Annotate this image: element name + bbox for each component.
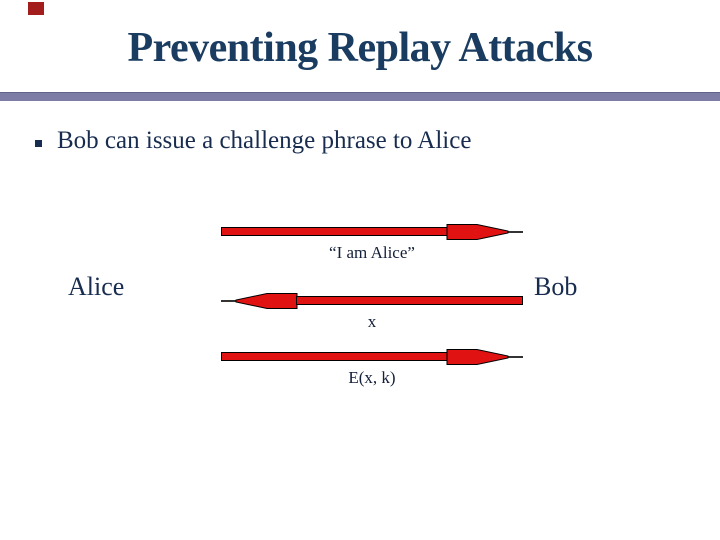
message-row: E(x, k): [221, 347, 523, 388]
corner-marker: [28, 2, 44, 15]
page-title: Preventing Replay Attacks: [127, 25, 593, 71]
message-row: x: [221, 291, 523, 332]
message-label: “I am Alice”: [329, 243, 415, 262]
actor-label-alice: Alice: [68, 272, 125, 301]
arrow-right-icon: [221, 224, 523, 240]
message-label: E(x, k): [348, 368, 396, 387]
bullet-text: Bob can issue a challenge phrase to Alic…: [57, 127, 472, 154]
message-row: “I am Alice”: [221, 222, 523, 263]
actor-label-bob: Bob: [534, 272, 578, 301]
arrow-left-icon: [221, 293, 523, 309]
title-divider: [0, 92, 720, 101]
bullet-icon: [35, 140, 42, 147]
message-label: x: [367, 312, 377, 331]
arrow-right-icon: [221, 349, 523, 365]
